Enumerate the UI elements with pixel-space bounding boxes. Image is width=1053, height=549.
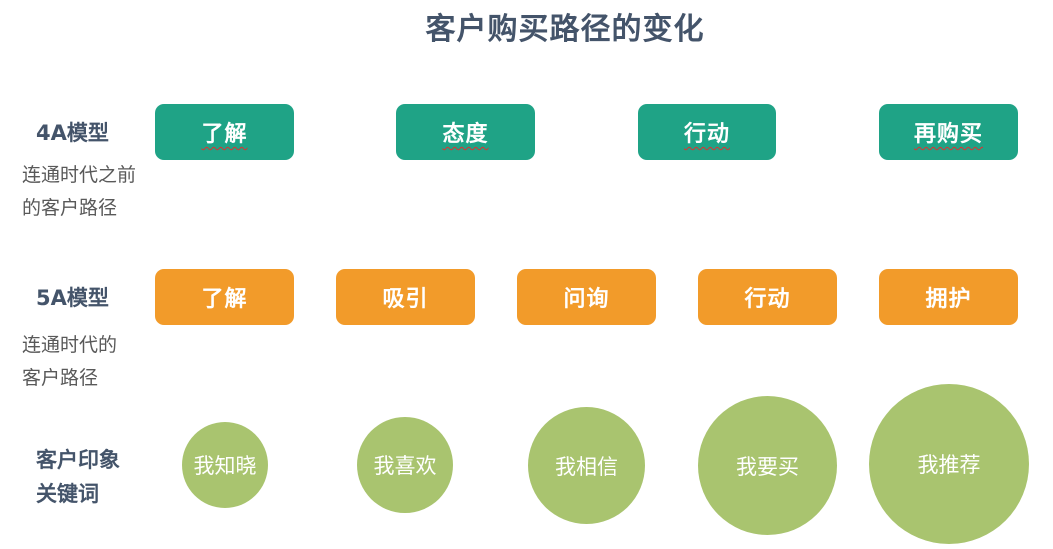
model-4a-desc-line-1: 连通时代之前 <box>22 164 137 186</box>
step-4a-act-again: 再购买 <box>879 104 1018 160</box>
step-4a-awareness: 了解 <box>155 104 294 160</box>
keywords-label: 客户印象 关键词 <box>36 443 120 511</box>
keyword-circle-recommend: 我推荐 <box>869 384 1029 544</box>
keyword-circle-believe: 我相信 <box>528 407 645 524</box>
step-5a-aware: 了解 <box>155 269 294 325</box>
step-4a-act-label: 行动 <box>683 122 730 147</box>
keyword-circle-like: 我喜欢 <box>357 417 453 513</box>
model-4a-desc: 连通时代之前 的客户路径 <box>22 159 136 225</box>
keywords-label-line-2: 关键词 <box>36 482 99 506</box>
step-5a-advocate: 拥护 <box>879 269 1018 325</box>
keywords-label-line-1: 客户印象 <box>36 448 120 472</box>
model-4a-desc-line-2: 的客户路径 <box>22 197 118 219</box>
keyword-circle-buy: 我要买 <box>698 396 837 535</box>
step-5a-appeal: 吸引 <box>336 269 475 325</box>
step-4a-awareness-label: 了解 <box>201 122 248 147</box>
step-4a-attitude: 态度 <box>396 104 535 160</box>
keyword-circle-know: 我知晓 <box>182 422 268 508</box>
step-5a-act: 行动 <box>698 269 837 325</box>
model-4a-label: 4A模型 <box>36 121 109 145</box>
model-5a-label: 5A模型 <box>36 286 109 310</box>
model-5a-desc: 连通时代的 客户路径 <box>22 329 117 395</box>
step-4a-attitude-label: 态度 <box>442 122 489 147</box>
model-5a-desc-line-2: 客户路径 <box>22 367 99 389</box>
model-5a-desc-line-1: 连通时代的 <box>22 334 118 356</box>
step-4a-act: 行动 <box>638 104 776 160</box>
step-4a-act-again-label: 再购买 <box>913 122 983 147</box>
step-5a-ask: 问询 <box>517 269 656 325</box>
diagram-title: 客户购买路径的变化 <box>425 12 705 47</box>
